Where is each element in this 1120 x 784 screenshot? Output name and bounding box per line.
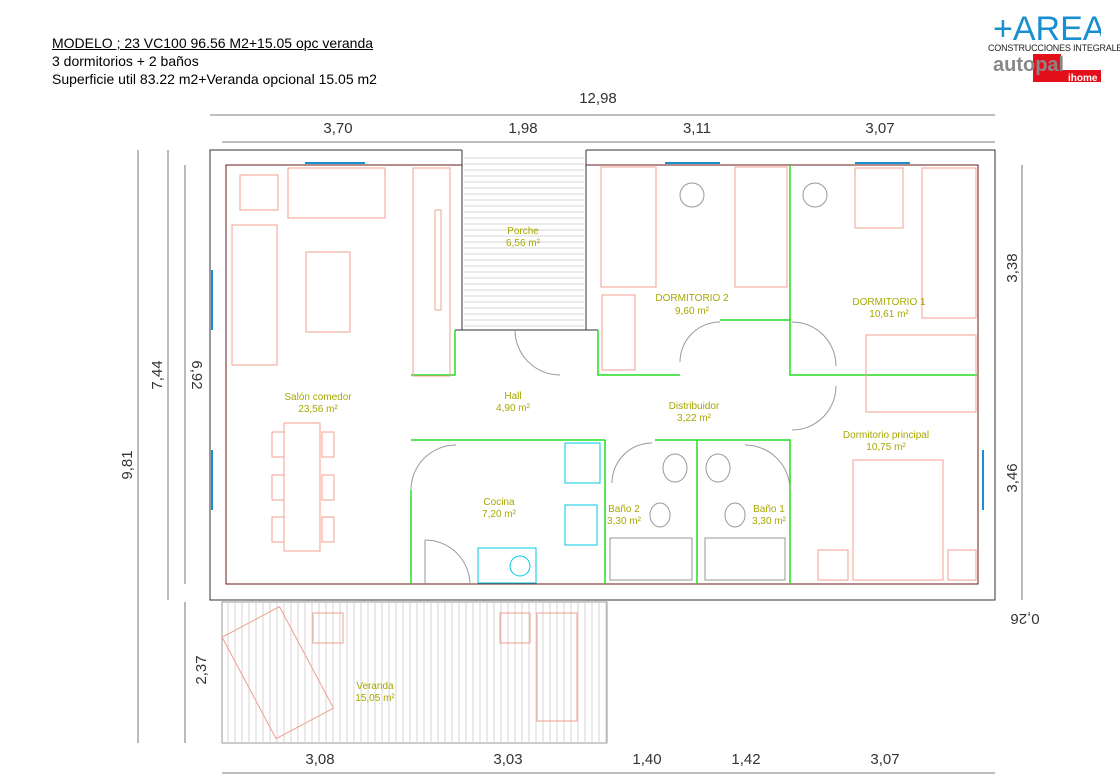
- dim-bottom-5: 3,07: [870, 751, 899, 768]
- svg-text:6,56 m²: 6,56 m²: [506, 238, 541, 249]
- svg-text:9,60 m²: 9,60 m²: [675, 306, 710, 317]
- dim-top-total: 12,98: [579, 90, 617, 107]
- furniture: [231, 166, 977, 584]
- doors: [410, 321, 837, 585]
- svg-text:Cocina: Cocina: [483, 497, 515, 508]
- room-bano-2: Baño 23,30 m²: [607, 504, 642, 527]
- dimension-lines: [137, 114, 1023, 774]
- dim-right-bottom: 3,46: [1004, 463, 1021, 492]
- svg-text:Hall: Hall: [504, 391, 521, 402]
- windows: [211, 162, 984, 510]
- svg-text:Salón comedor: Salón comedor: [284, 392, 352, 403]
- svg-text:Baño 2: Baño 2: [608, 504, 640, 515]
- svg-text:3,30 m²: 3,30 m²: [752, 516, 787, 527]
- svg-text:Porche: Porche: [507, 226, 539, 237]
- dim-top-4: 3,07: [865, 120, 894, 137]
- svg-text:Baño 1: Baño 1: [753, 504, 785, 515]
- svg-text:3,30 m²: 3,30 m²: [607, 516, 642, 527]
- model-title: MODELO ; 23 VC100 96.56 M2+15.05 opc ver…: [52, 35, 374, 51]
- surface-info: Superficie util 83.22 m2+Veranda opciona…: [52, 71, 377, 87]
- svg-text:DORMITORIO 2: DORMITORIO 2: [655, 293, 729, 304]
- walls: [209, 145, 996, 601]
- dim-left-veranda: 2,37: [193, 655, 210, 684]
- svg-text:3,22 m²: 3,22 m²: [677, 413, 712, 424]
- svg-text:7,20 m²: 7,20 m²: [482, 509, 517, 520]
- dim-top-3: 3,11: [683, 120, 711, 137]
- svg-text:23,56 m²: 23,56 m²: [298, 404, 338, 415]
- svg-text:Veranda: Veranda: [356, 681, 394, 692]
- dim-bottom-4: 1,42: [731, 751, 760, 768]
- porch-deck: [464, 157, 584, 327]
- logo-brand: +AREA: [993, 10, 1101, 48]
- veranda-deck: [221, 601, 608, 744]
- room-bano-1: Baño 13,30 m²: [752, 504, 787, 527]
- svg-text:Distribuidor: Distribuidor: [669, 401, 720, 412]
- dim-bottom-1: 3,08: [305, 751, 334, 768]
- room-dormitorio-1: DORMITORIO 110,61 m²: [852, 297, 926, 320]
- dim-left-total: 9,81: [119, 450, 136, 479]
- svg-text:10,61 m²: 10,61 m²: [869, 309, 909, 320]
- svg-text:15,05 m²: 15,05 m²: [355, 693, 395, 704]
- logo-ihome: ihome: [1068, 73, 1098, 84]
- dim-right-top: 3,38: [1004, 253, 1021, 282]
- bedrooms-baths: 3 dormitorios + 2 baños: [52, 53, 199, 69]
- svg-text:10,75 m²: 10,75 m²: [866, 442, 906, 453]
- svg-text:4,90 m²: 4,90 m²: [496, 403, 531, 414]
- dim-left-inner: 6,92: [188, 360, 205, 389]
- dim-bottom-2: 3,03: [493, 751, 522, 768]
- dim-left-house: 7,44: [149, 360, 166, 389]
- logo-subtitle: CONSTRUCCIONES INTEGRALES: [988, 43, 1120, 53]
- interior-walls: [410, 165, 978, 584]
- dim-top-2: 1,98: [508, 120, 537, 137]
- plan-header: MODELO ; 23 VC100 96.56 M2+15.05 opc ver…: [52, 34, 377, 88]
- room-dormitorio-2: DORMITORIO 2 9,60 m²: [655, 293, 729, 317]
- company-logo: +AREA autopal ihome CONSTRUCCIONES INTEG…: [988, 6, 1120, 84]
- dim-bottom-3: 1,40: [632, 751, 661, 768]
- svg-text:Dormitorio principal: Dormitorio principal: [843, 430, 929, 441]
- dim-top-1: 3,70: [323, 120, 352, 137]
- dim-right-wall: 0,26: [1010, 610, 1039, 627]
- logo-autopal: autopal: [993, 54, 1064, 76]
- svg-text:DORMITORIO 1: DORMITORIO 1: [852, 297, 926, 308]
